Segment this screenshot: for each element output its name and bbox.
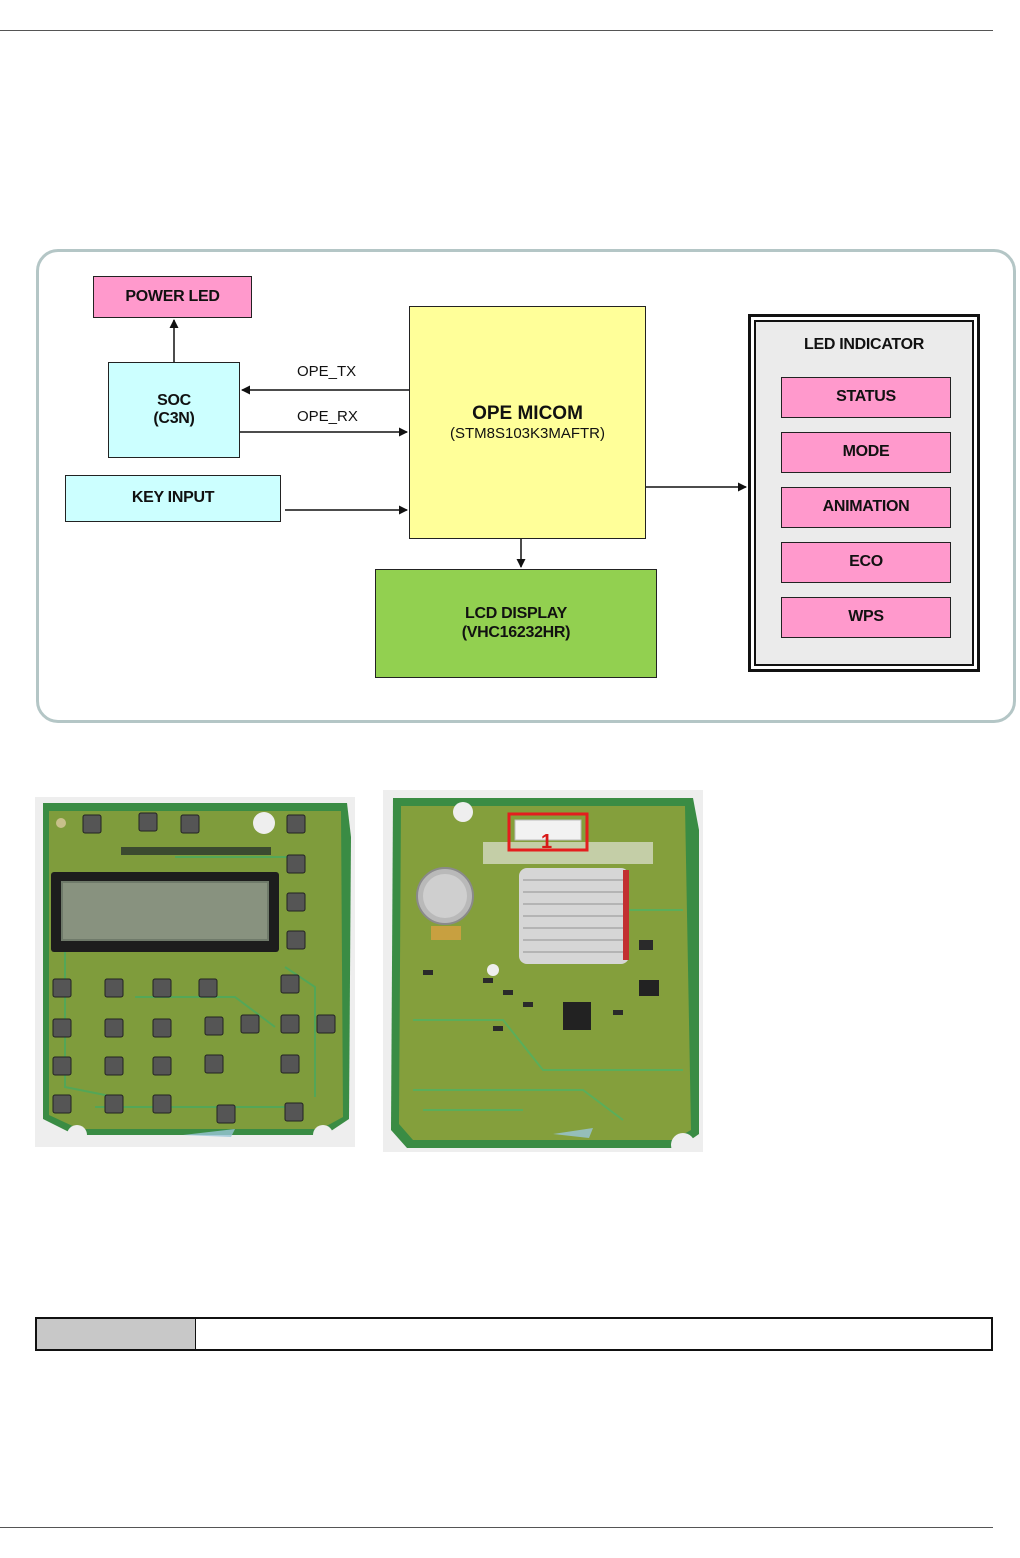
connector-callout-number: 1 bbox=[541, 831, 552, 853]
lcd-display-label: LCD DISPLAY bbox=[465, 605, 567, 623]
ope-micom-title: OPE MICOM bbox=[472, 402, 583, 424]
led-item-label: WPS bbox=[848, 608, 884, 626]
soc-part-label: (C3N) bbox=[153, 410, 195, 427]
lcd-display-box: LCD DISPLAY (VHC16232HR) bbox=[375, 569, 657, 678]
led-item-status: STATUS bbox=[781, 377, 951, 418]
info-table-header-cell bbox=[37, 1319, 196, 1349]
pcb-back-photo: 1 bbox=[383, 790, 703, 1152]
ope-micom-box: OPE MICOM (STM8S103K3MAFTR) bbox=[409, 306, 646, 539]
power-led-box: POWER LED bbox=[93, 276, 252, 318]
led-item-label: ECO bbox=[849, 553, 883, 571]
soc-label: SOC bbox=[157, 391, 191, 409]
soc-box: SOC (C3N) bbox=[108, 362, 240, 458]
info-table-row bbox=[35, 1317, 993, 1351]
led-item-label: MODE bbox=[842, 443, 890, 461]
led-item-wps: WPS bbox=[781, 597, 951, 638]
led-item-label: STATUS bbox=[836, 388, 896, 406]
block-diagram-frame bbox=[36, 249, 1016, 723]
lcd-display-part: (VHC16232HR) bbox=[461, 623, 571, 641]
key-input-label: KEY INPUT bbox=[131, 489, 215, 507]
header-rule bbox=[0, 30, 993, 31]
pcb-front-photo bbox=[35, 797, 355, 1147]
info-table-value-cell bbox=[196, 1319, 991, 1349]
pcb-back-image: 1 bbox=[383, 790, 703, 1152]
led-item-label: ANIMATION bbox=[822, 498, 910, 516]
pcb-front-image bbox=[35, 797, 355, 1147]
key-input-box: KEY INPUT bbox=[65, 475, 281, 522]
power-led-label: POWER LED bbox=[125, 287, 220, 305]
ope-micom-part: (STM8S103K3MAFTR) bbox=[449, 424, 606, 442]
led-item-eco: ECO bbox=[781, 542, 951, 583]
ope-rx-label: OPE_RX bbox=[297, 408, 358, 425]
led-item-animation: ANIMATION bbox=[781, 487, 951, 528]
led-indicator-title: LED INDICATOR bbox=[804, 336, 924, 353]
ope-tx-label: OPE_TX bbox=[297, 363, 357, 380]
led-item-mode: MODE bbox=[781, 432, 951, 473]
diagram-connectors bbox=[169, 319, 747, 568]
connector-callout-box bbox=[507, 812, 589, 852]
footer-rule bbox=[0, 1527, 993, 1528]
